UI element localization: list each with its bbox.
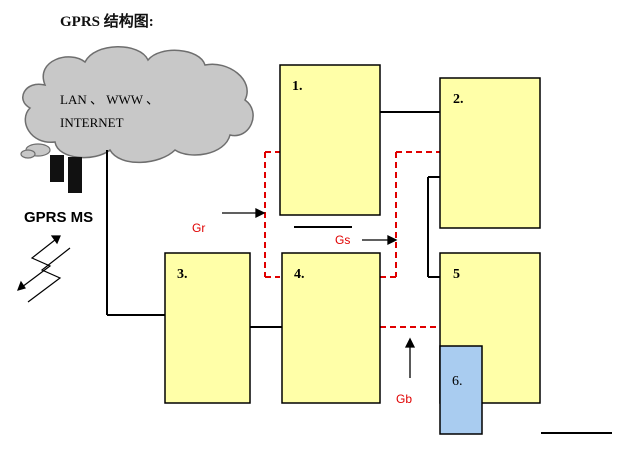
solid-links	[106, 111, 612, 434]
cloud-text-line2: INTERNET	[60, 115, 124, 130]
cloud-text-line1: LAN 、 WWW 、	[60, 92, 159, 107]
box-4-label: 4.	[294, 267, 305, 282]
box-3-label: 3.	[177, 267, 188, 282]
network-box-6: 6.	[439, 345, 483, 435]
network-box-1: 1.	[279, 64, 381, 216]
interface-gb-label: Gb	[396, 392, 412, 406]
interface-gs-label: Gs	[335, 233, 350, 247]
network-box-2: 2.	[439, 77, 541, 229]
box-2-label: 2.	[453, 92, 464, 107]
ms-terminal-icon	[50, 155, 82, 193]
diagram-title: GPRS 结构图:	[60, 14, 154, 30]
box-5-label: 5	[453, 267, 460, 282]
network-box-4: 4.	[281, 252, 381, 404]
interface-gr-label: Gr	[192, 221, 205, 235]
wireless-link-icon	[17, 235, 71, 303]
box-6-label: 6.	[452, 374, 463, 389]
network-box-3: 3.	[164, 252, 251, 404]
box-1-label: 1.	[292, 79, 303, 94]
ms-label: GPRS MS	[24, 209, 93, 226]
cloud-network: LAN 、 WWW 、 INTERNET	[20, 46, 254, 164]
interface-arrows	[222, 207, 416, 378]
dashed-interfaces	[264, 151, 440, 328]
